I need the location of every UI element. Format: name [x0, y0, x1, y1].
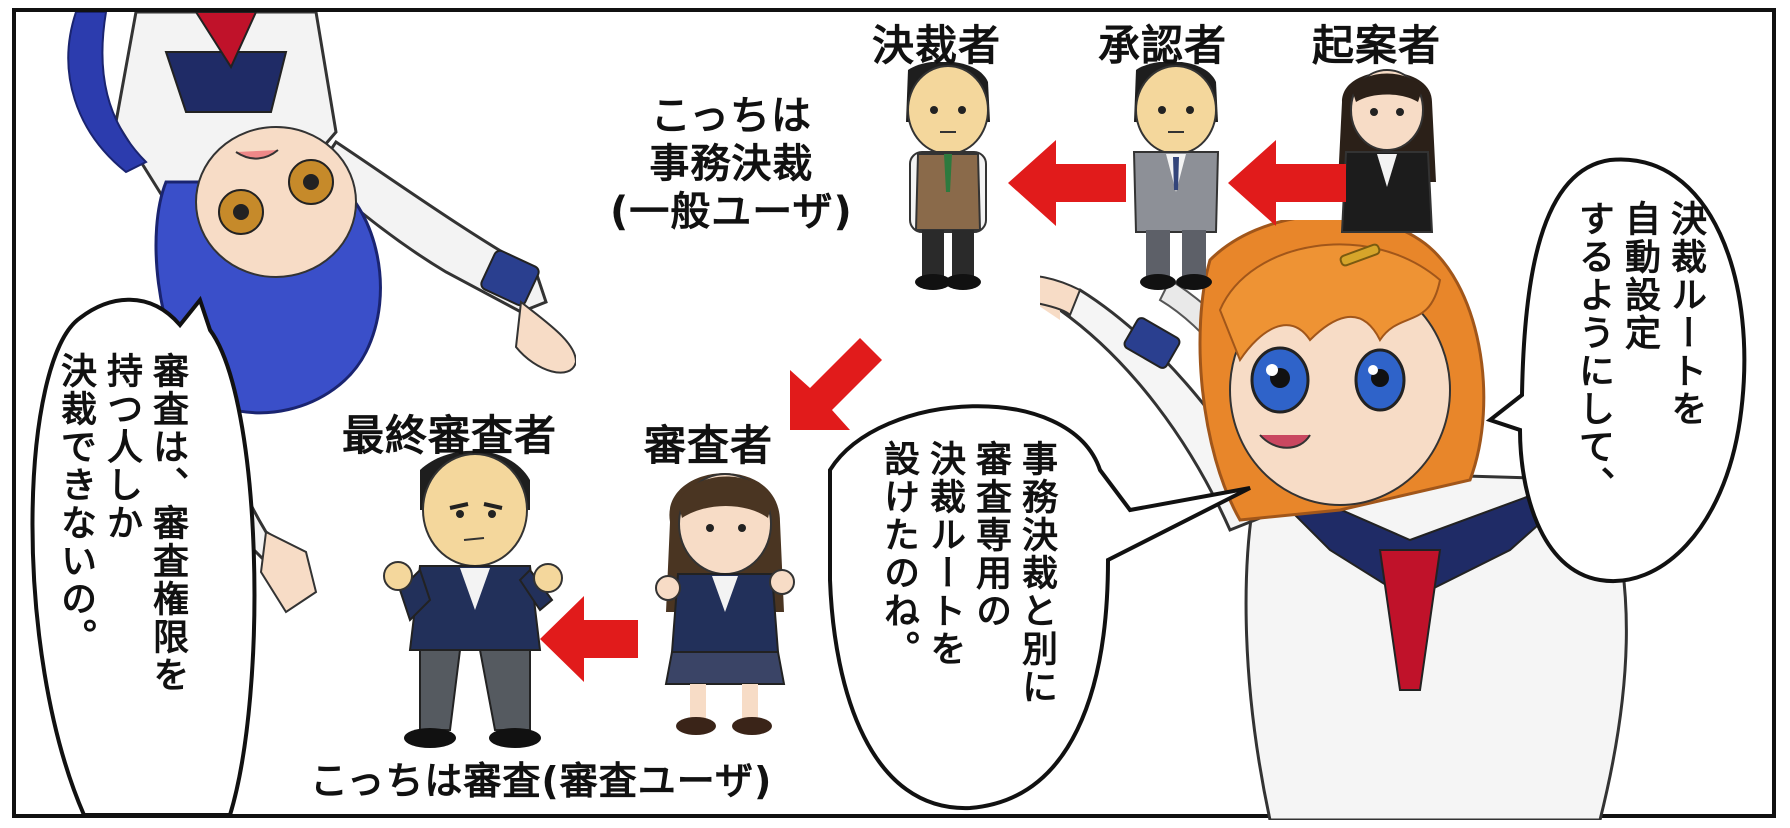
orange-haired-girl — [1040, 220, 1628, 820]
role-label-drafter: 起案者 — [1312, 21, 1442, 70]
role-label-final-reviewer: 最終審査者 — [342, 411, 558, 460]
speech-text-right-girl: 決裁ルートを 自動設定 するようにして、 — [1573, 200, 1706, 504]
bottom-group-annotation: こっちは審査(審査ユーザ) — [310, 759, 773, 803]
chibi-approver-final — [906, 62, 990, 290]
arrow-drafter-to-approver — [1228, 140, 1346, 226]
top-group-annotation: こっちは 事務決裁 (一般ユーザ) — [610, 93, 853, 235]
role-label-approver-final: 決裁者 — [872, 21, 1002, 70]
arrow-down-to-reviewer — [790, 338, 882, 430]
chibi-reviewer — [655, 473, 795, 735]
chibi-drafter — [1338, 69, 1436, 233]
chibi-approver — [1132, 62, 1220, 290]
role-label-approver: 承認者 — [1098, 21, 1228, 70]
arrow-approver-to-final — [1008, 140, 1126, 226]
role-label-reviewer: 審査者 — [644, 421, 774, 470]
arrow-reviewer-to-final — [540, 596, 638, 682]
chibi-final-reviewer — [383, 450, 563, 748]
speech-text-center: 事務決裁と別に 審査専用の 決裁ルートを 設けたのね。 — [878, 440, 1057, 706]
speech-text-left-girl: 審査は、審査権限を 持つ人しか 決裁できないの。 — [55, 352, 188, 694]
